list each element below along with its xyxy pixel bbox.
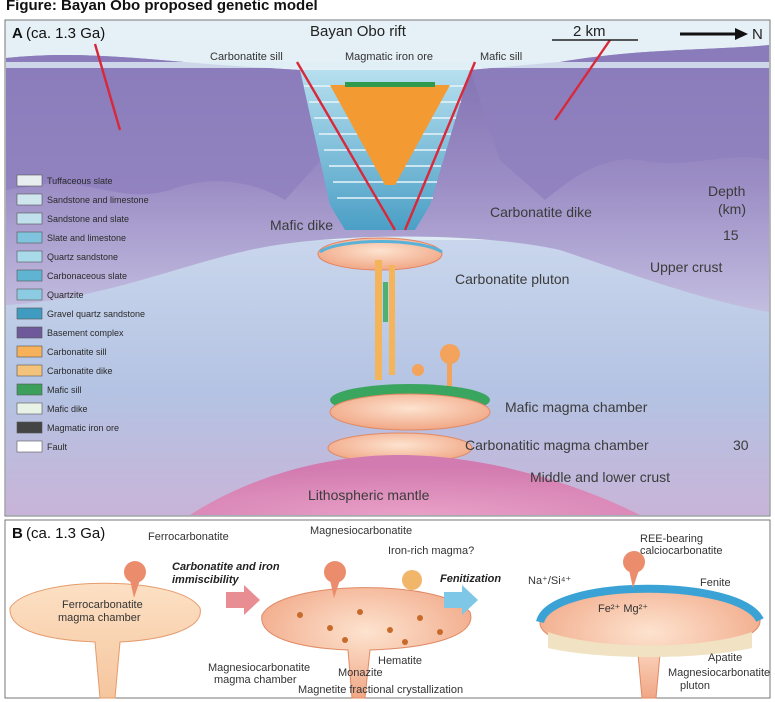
label-fenite: Fenite bbox=[700, 577, 731, 589]
mafic-sill bbox=[345, 82, 435, 87]
legend-swatch bbox=[17, 308, 42, 319]
label-apatite: Apatite bbox=[708, 652, 742, 664]
panel-a: A (ca. 1.3 Ga) Bayan Obo rift 2 km N Car… bbox=[5, 20, 770, 516]
label-ree-1: REE-bearing bbox=[640, 533, 703, 545]
north-label: N bbox=[752, 26, 763, 43]
label-upper-crust: Upper crust bbox=[650, 259, 722, 275]
rift-title: Bayan Obo rift bbox=[310, 23, 407, 40]
legend-label: Quartz sandstone bbox=[47, 252, 118, 262]
legend-swatch bbox=[17, 327, 42, 338]
label-ferrocarbonatite: Ferrocarbonatite bbox=[148, 531, 229, 543]
label-hematite: Hematite bbox=[378, 655, 422, 667]
label-middle-lower-crust: Middle and lower crust bbox=[530, 469, 670, 485]
depth-unit: (km) bbox=[718, 201, 746, 217]
depth-15: 15 bbox=[723, 227, 739, 243]
label-fe-mg: Fe²⁺ Mg²⁺ bbox=[598, 603, 648, 615]
label-mg-chamber-2: magma chamber bbox=[214, 674, 297, 686]
panel-a-age: (ca. 1.3 Ga) bbox=[26, 25, 105, 42]
figure-header-cut: Figure: Bayan Obo proposed genetic model bbox=[6, 0, 318, 14]
legend-swatch bbox=[17, 194, 42, 205]
legend-label: Gravel quartz sandstone bbox=[47, 309, 145, 319]
label-pluton-1: Magnesiocarbonatite bbox=[668, 667, 770, 679]
label-iron-ore: Magmatic iron ore bbox=[345, 51, 433, 63]
legend-label: Magmatic iron ore bbox=[47, 423, 119, 433]
panel-b: B (ca. 1.3 Ga) Ferrocarbonatite Ferrocar… bbox=[5, 520, 770, 698]
label-mafic-dike: Mafic dike bbox=[270, 217, 333, 233]
label-ferro-chamber-1: Ferrocarbonatite bbox=[62, 599, 143, 611]
label-pluton-2: pluton bbox=[680, 680, 710, 692]
legend-swatch bbox=[17, 384, 42, 395]
legend-label: Sandstone and limestone bbox=[47, 195, 149, 205]
legend-label: Carbonatite sill bbox=[47, 347, 107, 357]
label-carbonatite-sill: Carbonatite sill bbox=[210, 51, 283, 63]
panel-a-tag: A bbox=[12, 25, 23, 42]
label-carbonatite-dike: Carbonatite dike bbox=[490, 204, 592, 220]
legend-label: Tuffaceous slate bbox=[47, 176, 113, 186]
legend-label: Sandstone and slate bbox=[47, 214, 129, 224]
label-magnesiocarbonatite: Magnesiocarbonatite bbox=[310, 525, 412, 537]
label-monazite: Monazite bbox=[338, 667, 383, 679]
legend-label: Fault bbox=[47, 442, 68, 452]
label-ferro-chamber-2: magma chamber bbox=[58, 612, 141, 624]
label-magnetite: Magnetite fractional crystallization bbox=[298, 684, 463, 696]
scale-bar-label: 2 km bbox=[573, 23, 606, 40]
label-iron-rich-magma: Iron-rich magma? bbox=[388, 545, 474, 557]
step-immiscibility-1: Carbonatite and iron bbox=[172, 561, 280, 573]
depth-label: Depth bbox=[708, 183, 745, 199]
legend-label: Carbonaceous slate bbox=[47, 271, 127, 281]
legend-swatch bbox=[17, 289, 42, 300]
legend-swatch bbox=[17, 232, 42, 243]
legend-swatch bbox=[17, 270, 42, 281]
label-mg-chamber-1: Magnesiocarbonatite bbox=[208, 662, 310, 674]
step-immiscibility-2: immiscibility bbox=[172, 574, 240, 586]
label-na-si: Na⁺/Si⁴⁺ bbox=[528, 575, 571, 587]
legend-label: Mafic sill bbox=[47, 385, 82, 395]
label-lithospheric-mantle: Lithospheric mantle bbox=[308, 487, 430, 503]
panel-b-tag: B bbox=[12, 525, 23, 542]
legend-label: Basement complex bbox=[47, 328, 124, 338]
legend-swatch bbox=[17, 251, 42, 262]
legend-swatch bbox=[17, 403, 42, 414]
legend-swatch bbox=[17, 346, 42, 357]
legend-swatch bbox=[17, 365, 42, 376]
depth-30: 30 bbox=[733, 437, 749, 453]
label-carbonatitic-chamber: Carbonatitic magma chamber bbox=[465, 437, 649, 453]
legend-swatch bbox=[17, 213, 42, 224]
legend-swatch bbox=[17, 175, 42, 186]
legend-label: Mafic dike bbox=[47, 404, 88, 414]
legend-label: Slate and limestone bbox=[47, 233, 126, 243]
legend-swatch bbox=[17, 441, 42, 452]
legend-label: Carbonatite dike bbox=[47, 366, 113, 376]
step-fenitization: Fenitization bbox=[440, 573, 501, 585]
label-ree-2: calciocarbonatite bbox=[640, 545, 723, 557]
label-mafic-sill: Mafic sill bbox=[480, 51, 522, 63]
legend-label: Quartzite bbox=[47, 290, 84, 300]
legend-swatch bbox=[17, 422, 42, 433]
label-mafic-chamber: Mafic magma chamber bbox=[505, 399, 648, 415]
label-carbonatite-pluton: Carbonatite pluton bbox=[455, 271, 569, 287]
panel-b-age: (ca. 1.3 Ga) bbox=[26, 525, 105, 542]
